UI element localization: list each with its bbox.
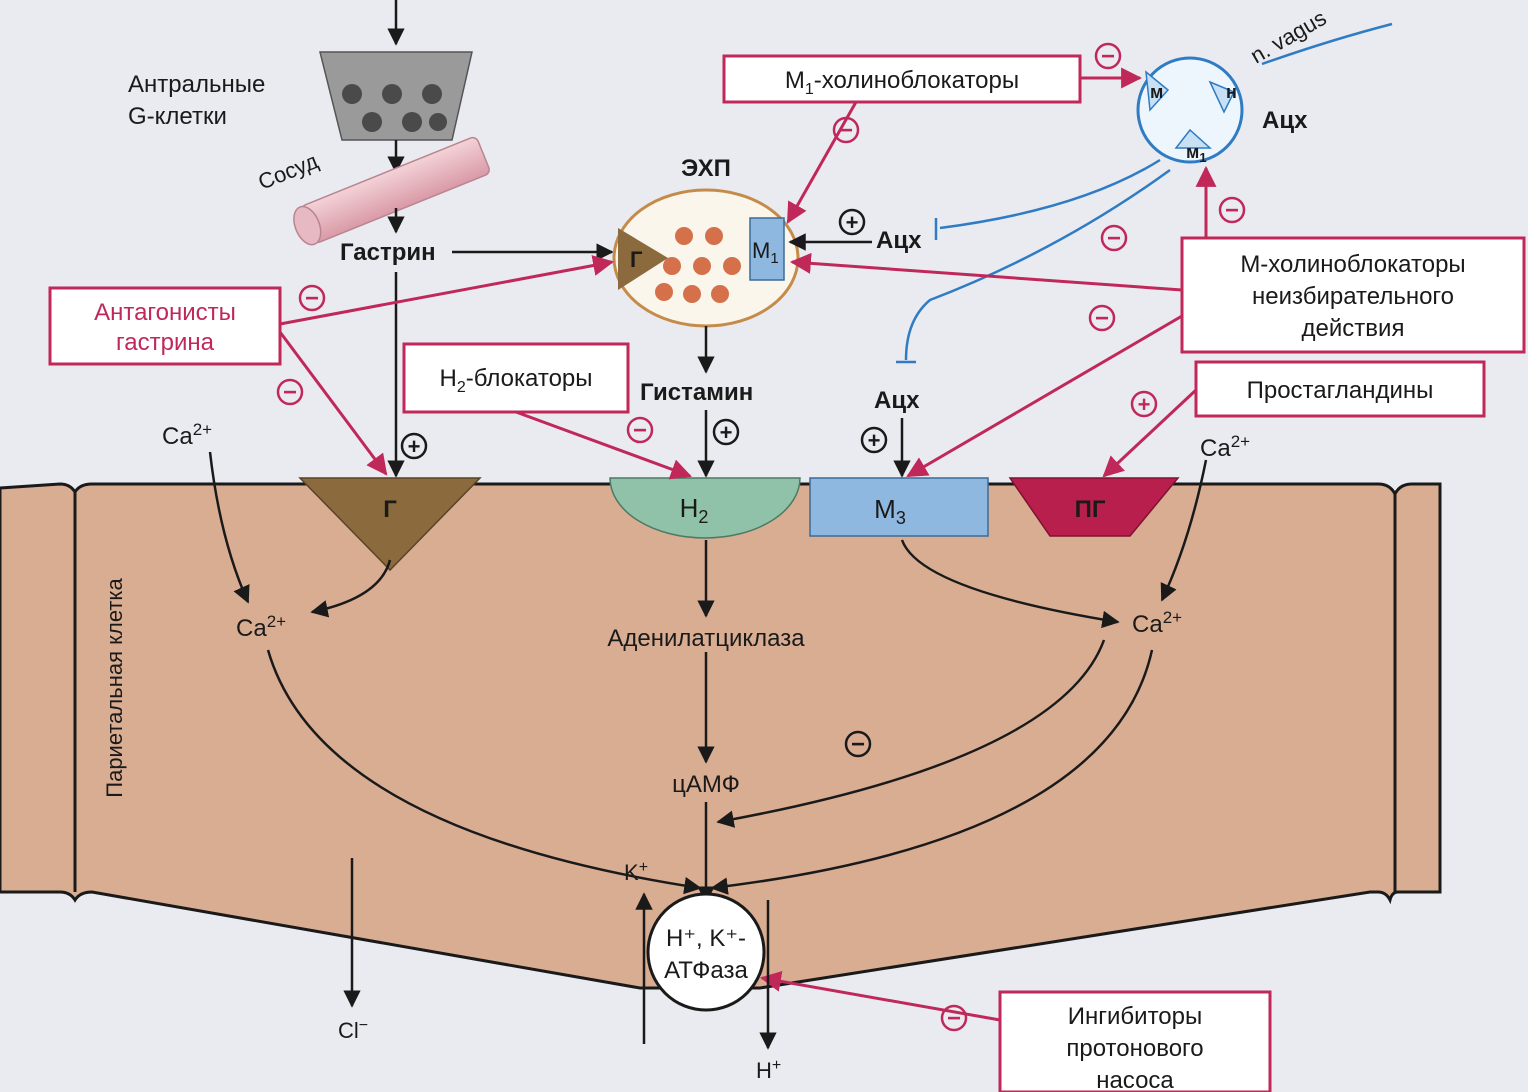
ecl-m1-label: М1 [752,238,779,267]
h2-receptor [609,477,801,539]
antral-label: Антральные G-клетки [128,71,272,130]
inhibition-arrows [278,67,1217,1022]
histamine-label: Гистамин [640,379,753,406]
intracellular-paths [208,451,1208,1050]
ecl-g-label: Г [630,247,643,272]
g-cell-granules [342,84,447,132]
svg-text:−: − [305,285,319,312]
minus-sign-black: − [844,730,872,758]
gastrin-receptor-label: Г [383,496,397,523]
ach-m3-label: Ацх [874,387,920,414]
vagus-label: n. vagus [1246,5,1331,68]
svg-text:−: − [1225,197,1239,224]
ca-extracellular-right: Ca2+ [1200,432,1250,462]
ecl-label: ЭХП [681,155,731,182]
svg-text:+: + [720,420,733,445]
h-ion-label: H+ [756,1057,781,1083]
ganglion-m1-label: м1 [1186,142,1207,165]
svg-text:−: − [1107,225,1121,252]
prostaglandin-receptor-label: ПГ [1075,496,1106,523]
svg-text:+: + [1138,392,1151,417]
svg-text:−: − [1101,43,1115,70]
ca-intracellular-left: Ca2+ [236,612,286,642]
parietal-cell [0,482,1442,990]
ganglion-m-label: м [1150,82,1163,102]
prostaglandin-receptor [1008,477,1180,537]
cl-ion-label: Cl− [338,1017,368,1043]
ca-intracellular-right: Ca2+ [1132,608,1182,638]
camp-label: цАМФ [672,771,740,798]
ecl-m1-receptor [749,217,785,281]
blood-vessel [293,136,490,246]
proton-pump [646,892,766,1012]
vagus-nerve [896,22,1393,364]
ganglion-n-label: н [1226,82,1237,102]
ecl-histamine-granules [655,227,741,303]
svg-text:+: + [846,210,859,235]
ca-extracellular-left: Ca2+ [162,420,212,450]
svg-text:−: − [947,1005,961,1032]
adenylate-cyclase-label: Аденилатциклаза [607,625,805,652]
svg-text:−: − [633,417,647,444]
gastrin-receptor [298,477,482,572]
ecl-gastrin-receptor [618,228,668,290]
gastrin-label: Гастрин [340,239,436,266]
h2-receptor-label: H2 [680,493,709,527]
minus-signs: − − − − − − − − − [276,42,1246,1032]
svg-text:М1-холиноблокаторы: М1-холиноблокаторы [785,67,1019,98]
svg-text:H2-блокаторы: H2-блокаторы [439,365,592,396]
svg-text:−: − [283,379,297,406]
m1-blockers-box: М1-холиноблокаторы [722,54,1082,104]
m3-receptor-label: M3 [874,494,906,528]
ganglion-synapses [1145,70,1236,149]
svg-text:−: − [851,731,865,758]
svg-text:Простагландины: Простагландины [1247,377,1434,404]
svg-text:−: − [839,117,853,144]
vessel-label: Сосуд [255,148,322,195]
plus-sign-red: + [1130,390,1158,418]
parietal-cell-label: Париетальная клетка [102,577,127,797]
svg-text:+: + [868,428,881,453]
svg-text:+: + [408,434,421,459]
ach-ecl-label: Ацх [876,227,922,254]
ganglion-ach-label: Ацх [1262,107,1308,134]
svg-text:−: − [1095,305,1109,332]
plus-signs: + + + + [400,208,888,460]
proton-pump-label: H⁺, K⁺-АТФаза [664,925,748,984]
prostaglandins-box: Простагландины [1194,360,1486,418]
m3-receptor [809,477,989,537]
h2-blockers-box: H2-блокаторы [402,342,630,414]
k-ion-label: K+ [624,859,648,885]
